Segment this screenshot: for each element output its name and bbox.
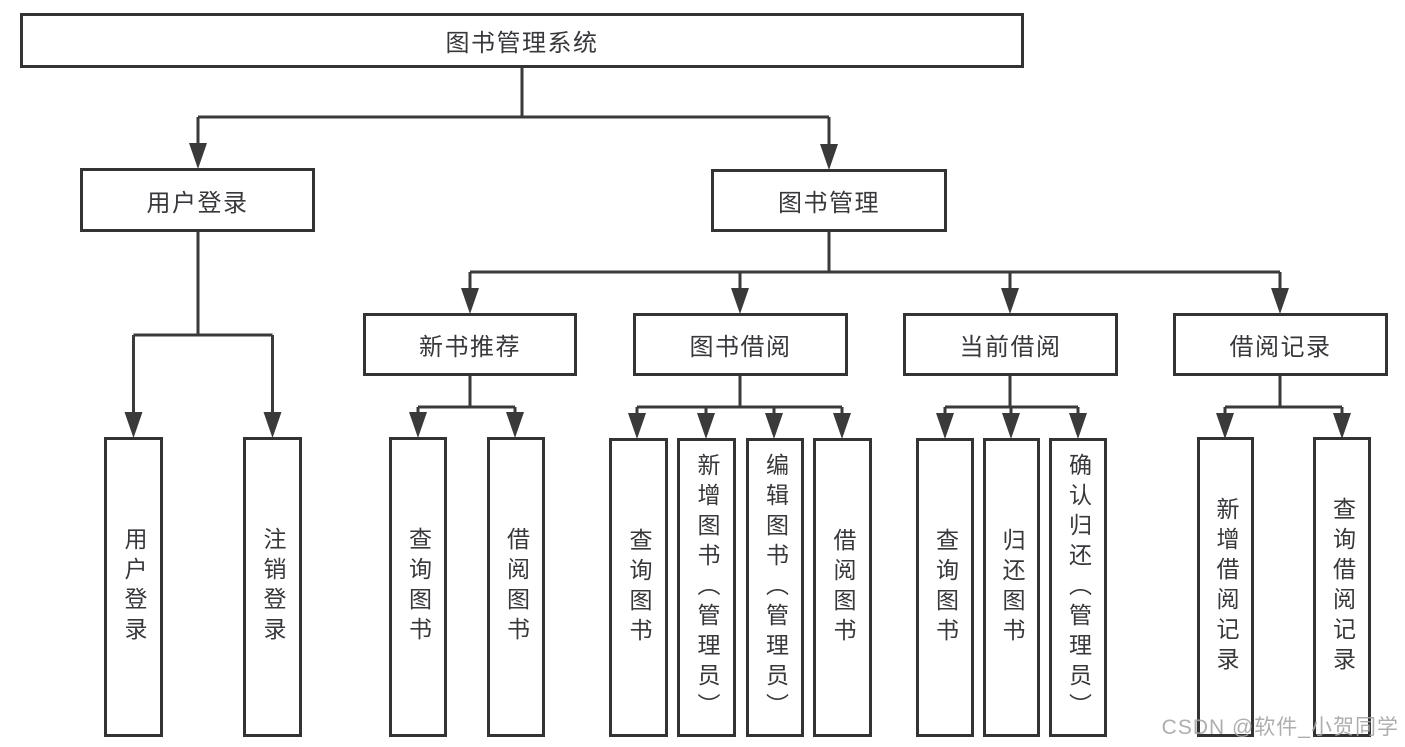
leaf-edit-books-admin: 编辑图书（管理员）	[746, 438, 804, 737]
node-label: 借阅图书	[830, 527, 856, 648]
node-label: 新增借阅记录	[1213, 497, 1239, 677]
node-new-book-recommend: 新书推荐	[363, 313, 577, 376]
node-library-management-system: 图书管理系统	[20, 13, 1024, 68]
node-label: 图书管理	[778, 190, 880, 217]
node-label: 新书推荐	[419, 334, 521, 361]
node-label: 确认归还（管理员）	[1065, 452, 1092, 723]
node-label: 图书管理系统	[445, 30, 599, 57]
leaf-query-books-current: 查询图书	[916, 438, 974, 737]
node-label: 用户登录	[146, 189, 249, 217]
arrowheads	[124, 143, 1351, 439]
leaf-borrow-books-borrowing: 借阅图书	[813, 438, 872, 737]
node-label: 当前借阅	[959, 334, 1062, 361]
leaf-borrow-books-recommend: 借阅图书	[487, 437, 545, 737]
node-label: 查询图书	[626, 527, 652, 648]
leaf-logout: 注销登录	[243, 437, 302, 737]
leaf-confirm-return-admin: 确认归还（管理员）	[1049, 438, 1107, 737]
node-label: 注销登录	[260, 527, 286, 647]
leaf-user-login: 用户登录	[104, 437, 163, 737]
node-book-borrowing: 图书借阅	[633, 313, 848, 376]
node-borrowing-records: 借阅记录	[1173, 313, 1388, 376]
leaf-query-books-recommend: 查询图书	[389, 437, 447, 737]
node-current-borrowing: 当前借阅	[903, 313, 1118, 376]
node-label: 查询图书	[932, 527, 959, 648]
csdn-watermark: CSDN @软件_小贺同学	[1161, 716, 1399, 739]
leaf-add-books-admin: 新增图书（管理员）	[677, 438, 736, 737]
node-label: 查询图书	[405, 527, 432, 647]
node-label: 查询借阅记录	[1329, 497, 1356, 677]
node-label: 编辑图书（管理员）	[762, 452, 789, 723]
node-label: 用户登录	[121, 527, 147, 647]
node-book-management: 图书管理	[711, 169, 947, 232]
leaf-add-borrow-record: 新增借阅记录	[1197, 437, 1254, 737]
node-label: 借阅记录	[1229, 334, 1332, 361]
node-user-login: 用户登录	[80, 168, 315, 232]
leaf-query-borrow-record: 查询借阅记录	[1313, 437, 1371, 737]
node-label: 新增图书（管理员）	[694, 452, 720, 723]
node-label: 图书借阅	[689, 334, 792, 361]
node-label: 归还图书	[999, 527, 1025, 648]
leaf-query-books-borrowing: 查询图书	[609, 438, 668, 737]
node-label: 借阅图书	[503, 527, 530, 647]
leaf-return-books: 归还图书	[983, 438, 1040, 737]
